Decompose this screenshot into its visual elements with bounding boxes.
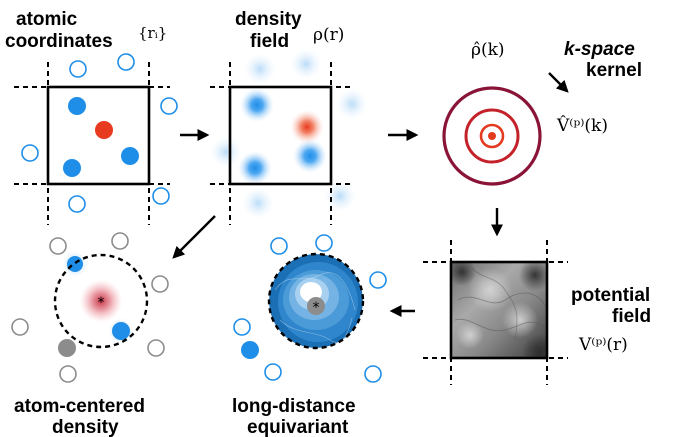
neighbor-atom-open [369, 271, 387, 289]
potential-title-line1: potential [571, 285, 650, 306]
neighbor-atom-open [364, 365, 382, 383]
long-distance-title-line2: equivariant [247, 417, 349, 437]
kspace-title-line1: k-space [564, 39, 635, 60]
periodic-image-atom [69, 60, 87, 78]
density-title-line2: field [250, 31, 289, 52]
blue-density-blob [238, 151, 272, 185]
contour-line [457, 292, 546, 306]
long-distance-panel: * long-distance equivariant [232, 234, 387, 437]
atomic-coordinates-panel: atomic coordinates {rᵢ} [5, 9, 178, 225]
density-math: ρ(r) [313, 25, 344, 45]
neighbor-atom-grey [58, 339, 76, 357]
blue-density-blob [240, 88, 274, 122]
potential-dark-region [451, 262, 476, 286]
potential-light-region [456, 321, 484, 349]
cutoff-sphere [267, 252, 365, 350]
neighbor-atom-open [270, 237, 288, 255]
kernel-ring-mid [464, 108, 520, 164]
unit-cell [46, 85, 151, 186]
faint-blob [210, 136, 242, 168]
contour-line [454, 318, 547, 332]
atom-centered-title-line1: atom-centered [14, 396, 145, 417]
atomic-title-line2: coordinates [5, 31, 113, 52]
faint-blob [242, 187, 274, 219]
potential-light-region [502, 302, 538, 338]
atomic-title-line1: atomic [16, 9, 78, 30]
density-field-panel: density field ρ(r) [210, 9, 368, 225]
neighbor-atom-open [111, 232, 129, 250]
kernel-ring-inner [479, 123, 505, 149]
periodic-image-atom [117, 53, 135, 71]
potential-light-region [468, 268, 512, 312]
neighbor-atom-open [315, 234, 333, 252]
faint-blob [290, 48, 322, 80]
neighbor-atom-blue [112, 322, 130, 340]
blue-atom [63, 159, 81, 177]
red-density-blob [290, 110, 324, 144]
neighbor-atom-blue [67, 256, 83, 272]
arrow-diag-down [172, 215, 216, 259]
contour-line [279, 317, 353, 343]
unit-cell [228, 85, 333, 186]
faint-blob [336, 88, 368, 120]
periodic-image-atom [21, 144, 39, 162]
neighbor-atom-open [151, 275, 169, 293]
blue-atom [68, 97, 86, 115]
potential-dark-region [519, 262, 547, 291]
neighbor-atom-open [59, 365, 77, 383]
central-atom [307, 297, 325, 315]
blue-atom [121, 147, 139, 165]
central-atom-star: * [313, 300, 320, 316]
neighbor-atom-open [264, 363, 282, 381]
periodic-image-atom [68, 195, 86, 213]
neighbor-atom-filled [241, 341, 259, 359]
faint-blob [244, 53, 276, 85]
potential-field-panel: potential field V⁽ᵖ⁾(r) [423, 240, 651, 385]
arrow-diag [548, 72, 569, 93]
rho-hat-label: ρ̂(k) [471, 40, 505, 60]
kernel-center [488, 132, 496, 140]
kspace-title-line2: kernel [586, 60, 642, 81]
blue-density-blob [293, 139, 327, 173]
cutoff-sphere [53, 253, 149, 349]
red-atom [95, 121, 113, 139]
potential-title-line2: field [612, 306, 651, 327]
neighbor-atom-open [49, 237, 67, 255]
neighbor-atom-open [147, 339, 165, 357]
atom-centered-panel: * atom-centered density [11, 232, 169, 437]
density-title-line1: density [235, 9, 302, 30]
periodic-image-atom [160, 97, 178, 115]
kspace-kernel-panel: ρ̂(k) k-space kernel V̂⁽ᵖ⁾(k) [442, 39, 642, 186]
potential-math: V⁽ᵖ⁾(r) [578, 335, 628, 355]
unit-cell [449, 260, 549, 360]
v-hat-label: V̂⁽ᵖ⁾(k) [556, 116, 608, 136]
atom-centered-title-line2: density [52, 417, 119, 437]
density-blob [79, 279, 123, 323]
contour-line [469, 264, 518, 341]
potential-dark-region [522, 334, 547, 358]
kernel-ring-outer [442, 86, 542, 186]
neighbor-atom-open [233, 318, 251, 336]
contour-line [274, 272, 356, 311]
periodic-image-atom [152, 187, 170, 205]
neighbor-atom-open [11, 318, 29, 336]
central-atom-star: * [98, 295, 105, 311]
long-distance-title-line1: long-distance [232, 396, 356, 417]
atomic-math: {rᵢ} [138, 24, 167, 42]
field-center [300, 282, 322, 302]
